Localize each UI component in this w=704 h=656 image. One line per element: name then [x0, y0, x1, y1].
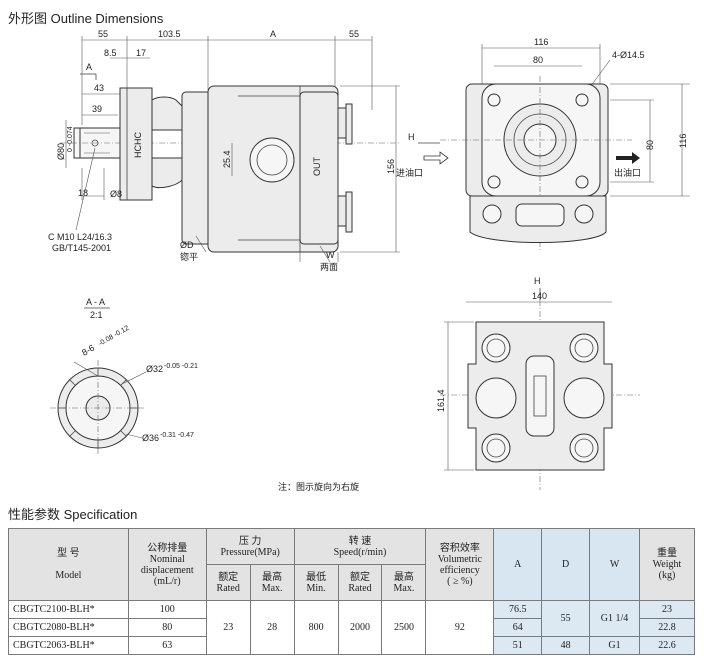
- cell-model: CBGTC2080-BLH*: [8, 618, 129, 637]
- dim-w: W: [326, 250, 335, 260]
- thread-spec: C M10 L24/16.3: [48, 232, 112, 242]
- dim-phi-d: ØD: [180, 240, 194, 250]
- header-d: D: [541, 528, 591, 601]
- dim-dia-80-tol: 0 -0.074: [67, 126, 74, 152]
- dim-w-note: 两面: [320, 262, 338, 272]
- dim-43: 43: [94, 83, 104, 93]
- section-title: A - A: [86, 297, 105, 307]
- label-out: OUT: [312, 157, 322, 177]
- outlet-port: [249, 137, 295, 183]
- cell-pressure-max: 28: [249, 600, 295, 655]
- front-view: 55 103.5 A 55 8.5 17 A 43 39 Ø80 0 -0.07…: [48, 29, 400, 272]
- dim-dia-8: Ø8: [110, 189, 122, 199]
- dim-80: 80: [533, 55, 543, 65]
- dim-17: 17: [136, 48, 146, 58]
- dim-140: 140: [532, 291, 547, 301]
- dim-dia-80: Ø80: [56, 143, 66, 160]
- cell-weight: 22.6: [638, 636, 696, 655]
- cell-displacement: 80: [127, 618, 207, 637]
- flange-label-hchc: HCHC: [133, 132, 143, 158]
- cell-w-merged: G1 1/4: [589, 600, 640, 637]
- bolt-holes: 4-Ø14.5: [612, 50, 645, 60]
- cell-d-merged: 55: [541, 600, 591, 637]
- cell-speed-rated: 2000: [337, 600, 383, 655]
- mounting-flange: [119, 87, 153, 201]
- dim-8-5: 8.5: [104, 48, 117, 58]
- dim-161-4: 161.4: [436, 389, 446, 412]
- dim-116: 116: [534, 37, 548, 47]
- table-row: CBGTC2100-BLH* 100 23 28 800 2000 2500 9…: [8, 600, 696, 655]
- cell-displacement: 100: [127, 600, 207, 619]
- spec-title: 性能参数 Specification: [8, 507, 138, 522]
- spline-spec: 8-6: [80, 343, 96, 358]
- thread-standard: GB/T145-2001: [52, 243, 111, 253]
- cell-pressure-rated: 23: [205, 600, 251, 655]
- side-view: 116 80 4-Ø14.5 80 116 H 进油口 出油口: [396, 37, 690, 250]
- cell-d: 48: [541, 636, 591, 655]
- dim-55-left: 55: [98, 29, 108, 39]
- cell-a: 64: [493, 618, 543, 637]
- outline-drawing: 55 103.5 A 55 8.5 17 A 43 39 Ø80 0 -0.07…: [48, 29, 690, 492]
- table-row: CBGTC2080-BLH* 80 64 22.8: [8, 618, 696, 637]
- dim-phi-d-note: 锪平: [180, 251, 198, 262]
- inlet-label: 进油口: [396, 167, 423, 178]
- dim-dia-32: Ø32: [146, 364, 163, 374]
- rotation-note: 注：图示旋向为右旋: [278, 481, 359, 492]
- dim-80-vertical: 80: [645, 140, 655, 150]
- dim-dia-36: Ø36: [142, 433, 159, 443]
- section-mark-a: A: [86, 62, 92, 72]
- dim-18: 18: [78, 188, 88, 198]
- cell-weight: 23: [638, 600, 696, 619]
- section-a-a: A - A 2:1 8-6 -0.08 -0.12 Ø32 -0.05 -0.2…: [50, 297, 198, 456]
- cell-model: CBGTC2063-BLH*: [8, 636, 129, 655]
- dim-39: 39: [92, 104, 102, 114]
- cell-speed-min: 800: [293, 600, 339, 655]
- header-w: W: [589, 528, 640, 601]
- cell-displacement: 63: [127, 636, 207, 655]
- cell-a: 76.5: [493, 600, 543, 619]
- header-a: A: [493, 528, 543, 601]
- dim-116-vertical: 116: [678, 134, 688, 148]
- dim-156: 156: [386, 159, 396, 174]
- cell-a: 51: [493, 636, 543, 655]
- spline-tolerance: -0.08 -0.12: [98, 325, 131, 348]
- cell-weight: 22.8: [638, 618, 696, 637]
- dim-dia-36-tol: -0.31 -0.47: [160, 432, 194, 439]
- dim-25-4: 25.4: [222, 150, 232, 168]
- dim-103-5: 103.5: [158, 29, 181, 39]
- view-h-bottom: H: [534, 276, 541, 286]
- cell-efficiency: 92: [425, 600, 495, 655]
- table-row: CBGTC2063-BLH* 63 51 48 G1 22.6: [8, 636, 696, 655]
- bottom-view: H 140 161.4 注：图示旋向为右旋: [278, 276, 640, 492]
- section-scale: 2:1: [90, 310, 103, 320]
- dim-55-right: 55: [349, 29, 359, 39]
- cell-w: G1: [589, 636, 640, 655]
- outline-title: 外形图 Outline Dimensions: [8, 11, 164, 26]
- cell-speed-max: 2500: [381, 600, 427, 655]
- cell-model: CBGTC2100-BLH*: [8, 600, 129, 619]
- view-h-label: H: [408, 132, 415, 142]
- dim-a-top: A: [270, 29, 276, 39]
- dim-dia-32-tol: -0.05 -0.21: [164, 363, 198, 370]
- outlet-label: 出油口: [614, 167, 641, 178]
